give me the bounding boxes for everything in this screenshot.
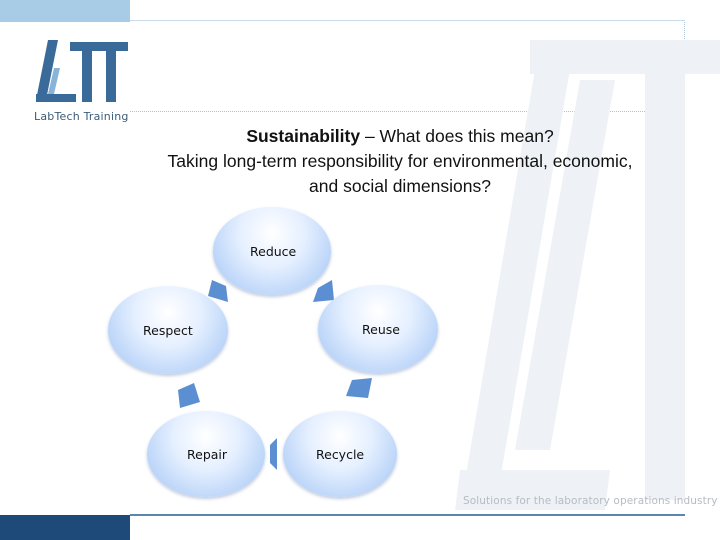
arrow-recycle-to-repair <box>270 438 277 470</box>
cycle-node-reuse <box>318 285 438 373</box>
cycle-node-recycle <box>283 411 397 497</box>
heading-line-2: Taking long-term responsibility for envi… <box>167 151 633 171</box>
arrow-reuse-to-recycle <box>346 378 372 398</box>
cycle-node-reduce <box>213 207 331 295</box>
arrow-reduce-to-reuse <box>313 280 334 302</box>
top-accent-bar <box>0 0 130 22</box>
bottom-divider <box>130 514 685 516</box>
arrow-respect-to-reduce <box>208 280 228 302</box>
logo-wordmark: LabTech Training <box>34 110 129 123</box>
heading-line-3: and social dimensions? <box>309 176 491 196</box>
heading-keyword: Sustainability <box>246 126 361 146</box>
cycle-label-repair: Repair <box>187 447 228 462</box>
arrow-repair-to-respect <box>178 383 200 408</box>
heading-question: – What does this mean? <box>360 126 554 146</box>
bottom-accent-bar <box>0 515 130 540</box>
footer-tagline: Solutions for the laboratory operations … <box>463 495 718 507</box>
heading-line-1: Sustainability – What does this mean? <box>100 124 700 149</box>
cycle-label-reuse: Reuse <box>362 322 400 337</box>
cycle-node-respect <box>108 286 228 374</box>
lt-logo-icon <box>36 40 128 102</box>
cycle-label-recycle: Recycle <box>316 447 365 462</box>
cycle-node-repair <box>147 411 265 497</box>
header-dotted-divider <box>130 111 685 112</box>
slide-heading: Sustainability – What does this mean? Ta… <box>100 124 700 199</box>
top-divider <box>130 20 685 21</box>
cycle-label-reduce: Reduce <box>250 244 297 259</box>
cycle-label-respect: Respect <box>143 323 193 338</box>
watermark-logo <box>455 40 720 510</box>
